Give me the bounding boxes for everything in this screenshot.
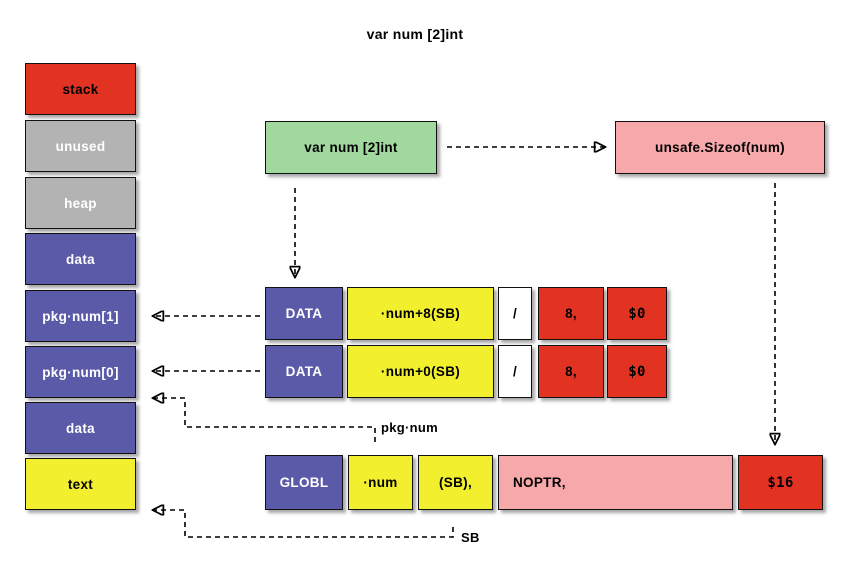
memory-segment-heap: heap	[25, 177, 136, 229]
memory-segment-text: text	[25, 458, 136, 510]
source-declaration: var num [2]int	[265, 121, 437, 174]
data2-sep-cell: /	[498, 345, 532, 398]
data2-size-cell: 8,	[538, 345, 604, 398]
sizeof-expression: unsafe.Sizeof(num)	[615, 121, 825, 174]
data2-op-cell: DATA	[265, 345, 343, 398]
globl-size-cell: $16	[738, 455, 823, 510]
memory-segment-unused: unused	[25, 120, 136, 172]
data1-operand-cell: ·num+8(SB)	[347, 287, 494, 340]
memory-segment-pkg-num-0: pkg·num[0]	[25, 346, 136, 398]
arrow-sb-to-text-segment-icon	[154, 510, 454, 538]
data1-op-cell: DATA	[265, 287, 343, 340]
data2-value-cell: $0	[607, 345, 667, 398]
globl-op-cell: GLOBL	[265, 455, 343, 510]
globl-flags-cell: NOPTR,	[498, 455, 733, 510]
data1-sep-cell: /	[498, 287, 532, 340]
globl-base-cell: (SB),	[418, 455, 493, 510]
globl-symbol-cell: ·num	[348, 455, 413, 510]
data2-operand-cell: ·num+0(SB)	[347, 345, 494, 398]
pkg-num-connector-label: pkg·num	[381, 420, 438, 435]
memory-segment-pkg-num-1: pkg·num[1]	[25, 290, 136, 342]
diagram-title: var num [2]int	[366, 26, 464, 42]
memory-segment-stack: stack	[25, 63, 136, 115]
data1-value-cell: $0	[607, 287, 667, 340]
memory-segment-data-2: data	[25, 402, 136, 454]
sb-connector-label: SB	[461, 530, 480, 545]
data1-size-cell: 8,	[538, 287, 604, 340]
memory-segment-data-1: data	[25, 233, 136, 285]
arrow-pkg-num-to-data-segment-icon	[154, 398, 376, 442]
